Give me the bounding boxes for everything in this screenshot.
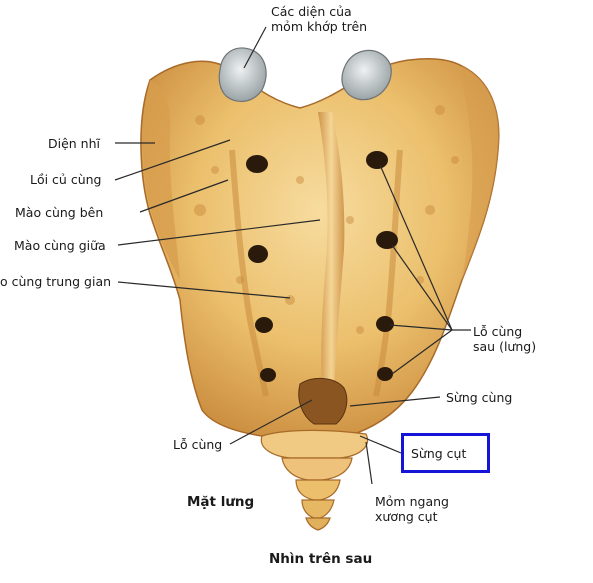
label-mat-lung: Mặt lưng (187, 494, 255, 510)
label-cac-dien: Các diện của mỏm khớp trên (271, 4, 368, 34)
label-lo-cung-sau: Lỗ cùng sau (lưng) (473, 324, 537, 354)
leader-lo-cung (229, 399, 313, 445)
median-crest (318, 112, 345, 390)
highlight-box (401, 433, 490, 473)
foramina-group (246, 151, 398, 382)
leader-mao-ben (139, 179, 229, 213)
leader-mao-giua (117, 219, 321, 246)
label-mao-cung-trung-gian: o cùng trung gian (0, 274, 112, 289)
sacral-hiatus (298, 378, 348, 425)
leader-lines (114, 26, 471, 485)
label-mao-cung-ben: Mào cùng bên (15, 205, 104, 220)
leader-trung-gian (117, 281, 291, 299)
label-dien-nhi: Diện nhĩ (48, 136, 101, 151)
leader-mom-ngang (365, 441, 373, 485)
foramen-l4 (260, 368, 276, 382)
label-mom-ngang: Mỏm ngang xương cụt (375, 494, 449, 524)
label-sung-cut: Sừng cụt (411, 446, 467, 461)
coccyx (260, 429, 369, 531)
left-articular-facet (218, 47, 267, 102)
caption: Nhìn trên sau (269, 551, 373, 567)
foramen-l2 (248, 245, 268, 263)
label-mao-cung-giua: Mào cùng giữa (14, 238, 106, 253)
label-sung-cung: Sừng cùng (446, 390, 513, 405)
label-lo-cung: Lỗ cùng (173, 437, 223, 452)
foramen-r3 (376, 316, 394, 332)
foramen-r1 (366, 151, 388, 169)
leader-loi-cu (114, 139, 231, 181)
leader-sung-cung (349, 396, 441, 407)
right-articular-facet (341, 49, 392, 101)
leader-sung-cut (359, 435, 402, 454)
label-loi-cu-cung: Lồi củ cùng (30, 172, 102, 187)
foramen-r2 (376, 231, 398, 249)
foramen-l1 (246, 155, 268, 173)
foramen-l3 (255, 317, 273, 333)
foramen-r4 (377, 367, 393, 381)
leader-cac-dien (243, 26, 267, 69)
